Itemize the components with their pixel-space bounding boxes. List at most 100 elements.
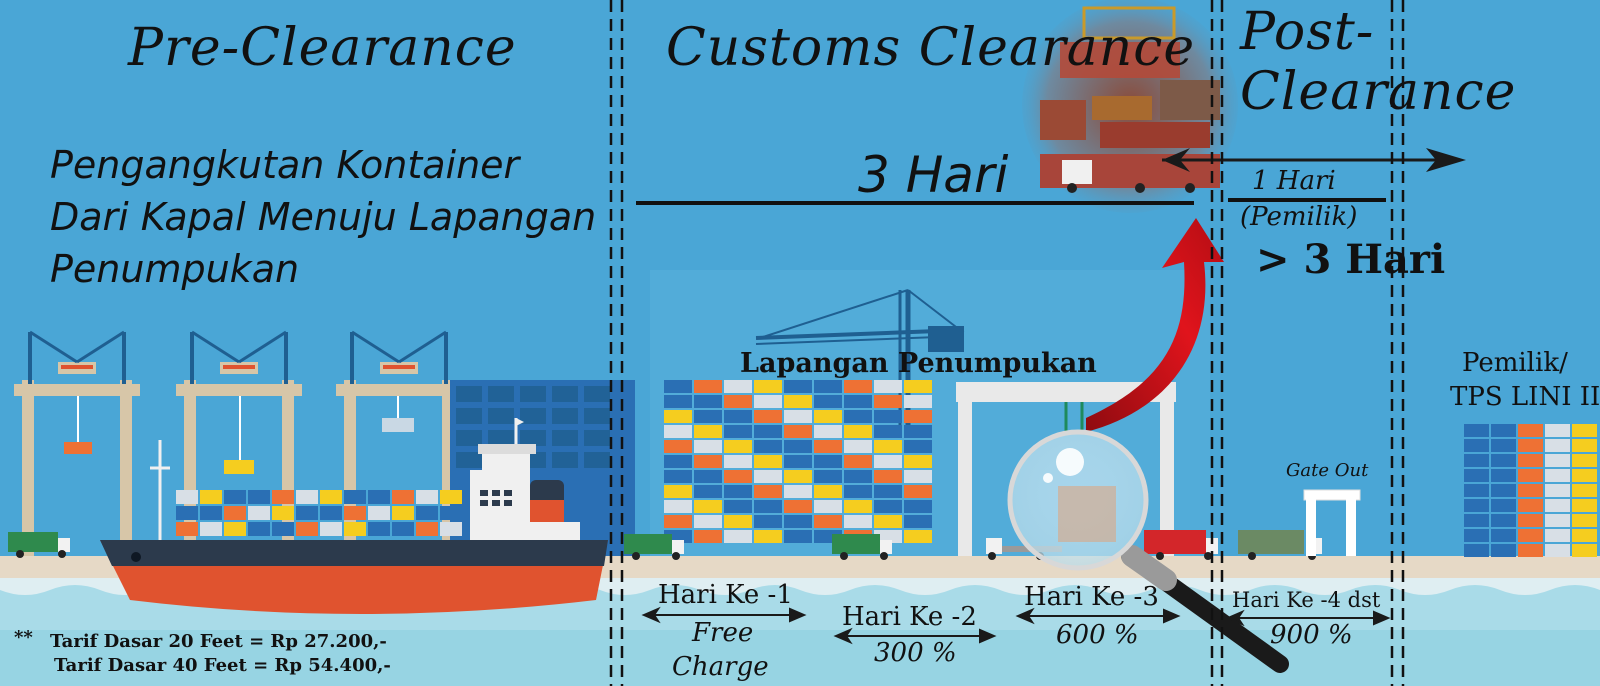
yard-container (754, 380, 782, 393)
yard-container (814, 380, 842, 393)
day-1-rate-line2: Charge (672, 652, 769, 682)
owner-containers (1464, 424, 1597, 557)
tarif-marker: ** (14, 627, 33, 648)
pre-desc-line3: Penumpukan (50, 247, 300, 291)
yard-container (724, 470, 752, 483)
yard-container (904, 500, 932, 513)
ship-container (320, 506, 342, 520)
owner-container (1545, 424, 1570, 437)
yard-container (784, 380, 812, 393)
owner-container (1491, 529, 1516, 542)
yard-container (814, 515, 842, 528)
yard-container (784, 440, 812, 453)
owner-container (1545, 469, 1570, 482)
post-clearance-title-line2: Clearance (1240, 62, 1517, 122)
yard-container (664, 395, 692, 408)
yard-container (844, 440, 872, 453)
ship-container (248, 506, 270, 520)
crane-1 (14, 330, 140, 560)
pre-desc-line1: Pengangkutan Kontainer (50, 143, 520, 187)
truck-2 (624, 534, 684, 560)
yard-container (754, 425, 782, 438)
yard-container (904, 425, 932, 438)
tarif-line-40ft: Tarif Dasar 40 Feet = Rp 54.400,- (54, 655, 391, 676)
owner-container (1491, 544, 1516, 557)
ship-container (392, 506, 414, 520)
ship-container (416, 522, 438, 536)
yard-container (874, 530, 902, 543)
yard-container (784, 410, 812, 423)
ship-container (176, 522, 198, 536)
owner-container (1572, 499, 1597, 512)
yard-container (754, 440, 782, 453)
day-2-rate: 300 % (874, 638, 957, 668)
ship-container (224, 522, 246, 536)
yard-container (874, 425, 902, 438)
owner-container (1491, 484, 1516, 497)
yard-container (874, 500, 902, 513)
yard-container (814, 455, 842, 468)
ship-container (392, 522, 414, 536)
ship-container (272, 506, 294, 520)
yard-container (784, 515, 812, 528)
yard-container (664, 380, 692, 393)
ship-container (440, 490, 462, 504)
ship-container (272, 522, 294, 536)
yard-container (784, 425, 812, 438)
owner-container (1518, 499, 1543, 512)
yard-container (904, 455, 932, 468)
ship-container (176, 490, 198, 504)
day-4-label: Hari Ke -4 dst (1232, 588, 1381, 612)
yard-container (874, 395, 902, 408)
yard-container (904, 395, 932, 408)
owner-container (1464, 484, 1489, 497)
ship-container (440, 522, 462, 536)
owner-container (1572, 514, 1597, 527)
yard-container (904, 485, 932, 498)
day-3-rate: 600 % (1056, 620, 1139, 650)
ship-container (248, 522, 270, 536)
owner-container (1572, 484, 1597, 497)
day-arrows (641, 606, 1391, 645)
day-4-rate: 900 % (1270, 620, 1353, 650)
owner-container (1464, 529, 1489, 542)
ship-container (200, 522, 222, 536)
cargo-ship (100, 418, 608, 614)
post-duration-line1: 1 Hari (1252, 166, 1336, 196)
ship-container (344, 490, 366, 504)
yard-container (694, 440, 722, 453)
yard-container (814, 500, 842, 513)
owner-container (1491, 469, 1516, 482)
ship-container (368, 490, 390, 504)
owner-container (1545, 514, 1570, 527)
yard-container (694, 410, 722, 423)
ship-container (296, 522, 318, 536)
yard-container (694, 455, 722, 468)
yard-container (664, 470, 692, 483)
yard-label: Lapangan Penumpukan (740, 348, 1097, 379)
yard-container (904, 380, 932, 393)
truck-5 (1144, 530, 1218, 560)
owner-container (1464, 514, 1489, 527)
owner-container (1572, 544, 1597, 557)
yard-container (814, 485, 842, 498)
day-1-rate-line1: Free (692, 618, 754, 648)
owner-container (1545, 454, 1570, 467)
gantry-crane (956, 382, 1176, 556)
yard-container (874, 455, 902, 468)
yard-container (844, 395, 872, 408)
yard-container (874, 440, 902, 453)
owner-container (1464, 424, 1489, 437)
owner-container (1518, 529, 1543, 542)
owner-container (1464, 499, 1489, 512)
yard-container (814, 470, 842, 483)
owner-container (1572, 424, 1597, 437)
yard-container (814, 440, 842, 453)
yard-container (814, 410, 842, 423)
yard-container (694, 425, 722, 438)
pre-desc-line2: Dari Kapal Menuju Lapangan (50, 195, 597, 239)
yard-container (904, 515, 932, 528)
owner-container (1545, 499, 1570, 512)
